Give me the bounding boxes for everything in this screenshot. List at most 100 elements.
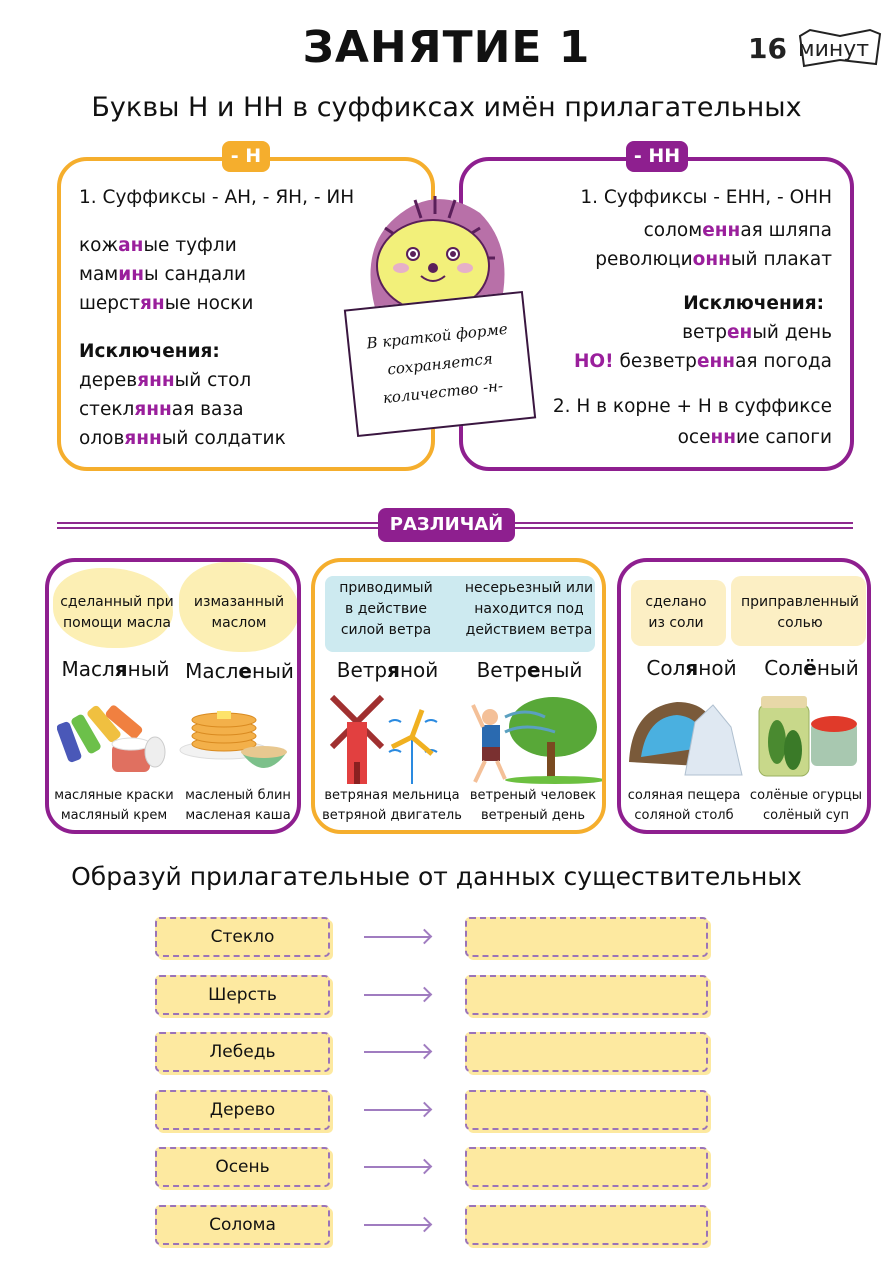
emphasis-label: НО! [573,351,614,372]
exception: стеклянная ваза [79,399,244,420]
answer-box[interactable] [465,1032,708,1072]
subtitle: Буквы Н и НН в суффиксах имён прилагател… [91,92,802,123]
highlighted-suffix: я [685,656,699,680]
highlighted-suffix: ан [118,235,144,256]
page-title: ЗАНЯТИЕ 1 [302,22,591,73]
answer-box[interactable] [465,1147,708,1187]
noun-box: Шерсть [155,974,330,1015]
example: шерстяные носки [79,293,253,314]
word-part: ый плакат [730,249,832,270]
definition: сделано из соли [621,592,731,634]
definition-line: приводимый [339,580,433,596]
example-phrase: солёные огурцы [749,788,863,803]
logo-word: минут [798,37,869,62]
exercise-row: Осень [0,1147,893,1191]
word-part: ая погода [735,351,832,372]
paint-tubes-cream-icon [56,702,167,786]
arrow-right-icon [364,1166,430,1168]
example-phrase: ветряная мельница [324,788,460,803]
highlighted-suffix: енн [696,351,736,372]
exceptions-label: Исключения: [683,293,824,314]
windmill-icon [327,692,447,791]
highlighted-suffix: ин [118,264,144,285]
word-part: стекл [79,399,135,420]
word-part: ы сандали [144,264,247,285]
word-part: кож [79,235,119,256]
answer-box[interactable] [465,917,708,957]
definition-line: силой ветра [340,622,432,638]
answer-box[interactable] [465,974,708,1015]
key-word: Солёный [749,656,867,680]
single-n-badge: - Н [222,141,270,172]
example: соломенная шляпа [644,220,832,241]
word-part: Ветр [336,658,388,682]
windy-boy-tree-icon [465,687,602,791]
word-part: шерст [79,293,141,314]
definition-line: маслом [211,615,267,631]
exercise-row: Шерсть [0,974,893,1019]
highlighted-suffix: е [238,659,252,683]
example-phrase: масленая каша [185,808,291,823]
exercise-row: Дерево [0,1089,893,1134]
word-part: ый стол [174,370,252,391]
rule-text: 1. Суффиксы - ЕНН, - ОНН [580,187,832,208]
word-part: Сол [646,656,686,680]
word-part: олов [79,428,125,449]
example-phrase: ветряной двигатель [322,808,462,823]
highlighted-suffix: ен [726,322,753,343]
logo-16-minut: 16 минут [748,22,884,70]
exception: НО! безветренная погода [574,351,832,372]
word-part: Сол [764,656,804,680]
exceptions-label: Исключения: [79,341,220,362]
example-phrase: ветреный день [481,808,585,823]
word-part: безветр [613,351,697,372]
logo-number: 16 [748,32,787,65]
word-part: ая шляпа [740,220,832,241]
example-phrase: солёный суп [762,808,850,823]
definition-line: из соли [648,615,704,631]
definition: измазанный маслом [179,592,297,634]
definition-line: приправленный [740,594,860,610]
word-part: мам [79,264,119,285]
noun-box: Дерево [155,1089,330,1130]
definition-line: сделано [645,594,707,610]
noun-box: Лебедь [155,1032,330,1072]
word-part: ый солдатик [161,428,286,449]
double-n-badge: - НН [626,141,688,172]
word-part: ный [540,658,583,682]
highlighted-suffix: ян [140,293,165,314]
rule-2-text: 2. Н в корне + Н в суффиксе [552,396,832,417]
example-phrase: соляная пещера [627,788,741,803]
exercise-row: Лебедь [0,1032,893,1076]
exception: деревянный стол [79,370,251,391]
definition-line: измазанный [193,594,285,610]
answer-box[interactable] [465,1204,708,1245]
exception: ветреный день [682,322,832,343]
word-part: ный [252,659,294,683]
examples: ветряная мельница ветряной двигатель [319,786,465,826]
word-part: дерев [79,370,138,391]
answer-box[interactable] [465,1089,708,1130]
exercise-row: Стекло [0,917,893,961]
word-part: Ветр [476,658,527,682]
arrow-right-icon [364,936,430,938]
distinguish-badge: РАЗЛИЧАЙ [378,508,515,542]
word-part: ной [698,656,737,680]
word-part: ной [399,658,439,682]
word-part: ые носки [164,293,254,314]
arrow-right-icon [364,1223,430,1226]
word-part: Масл [185,659,239,683]
exercise-title: Образуй прилагательные от данных существ… [71,862,802,891]
word-part: ая ваза [171,399,244,420]
exercise-row: Солома [0,1204,893,1249]
definition-line: действием ветра [465,622,593,638]
example: революционный плакат [595,249,832,270]
